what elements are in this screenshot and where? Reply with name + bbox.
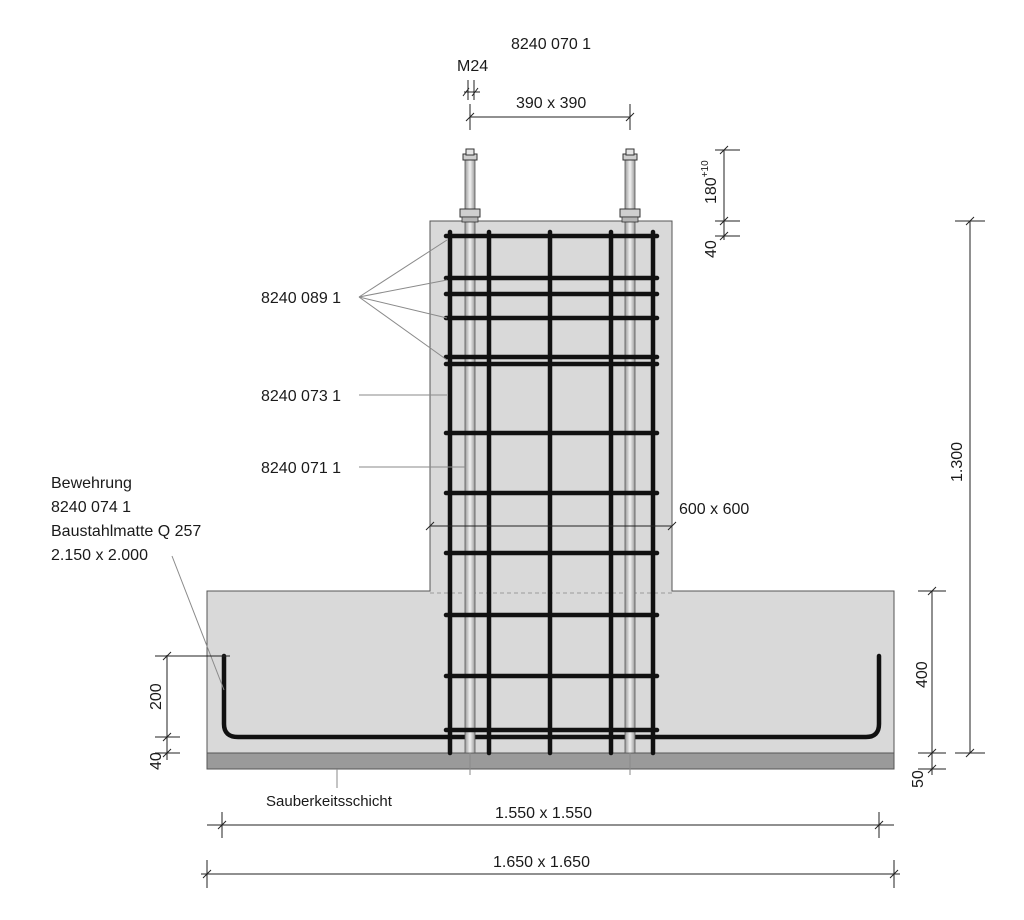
anchor-bolt-part-label: 8240 071 1 <box>261 460 341 477</box>
stirrups <box>443 233 660 733</box>
leader-lines <box>171 239 466 788</box>
footing-size-label: 1.550 x 1.550 <box>495 805 592 822</box>
mesh-size-label: 2.150 x 2.000 <box>51 547 148 564</box>
mesh-hook-height-label: 200 <box>148 683 165 710</box>
dimension-lines <box>155 80 985 888</box>
blinding-thickness-label: 50 <box>910 770 927 788</box>
reinforcement-title-label: Bewehrung <box>51 475 132 492</box>
bolt-projection-value: 180 <box>703 177 720 204</box>
mesh-cover-label: 40 <box>148 752 165 770</box>
reinforcement-part-label: 8240 074 1 <box>51 499 131 516</box>
plate-gap-label: 40 <box>703 240 720 258</box>
bolt-projection-label: 180+10 <box>700 160 720 204</box>
anchor-plate-part-label: 8240 070 1 <box>511 36 591 53</box>
stirrups-part-label: 8240 089 1 <box>261 290 341 307</box>
blinding-layer <box>206 752 895 770</box>
footing-height-label: 400 <box>914 661 931 688</box>
column-section-label: 600 x 600 <box>679 501 749 518</box>
bolt-projection-tolerance: +10 <box>700 160 711 177</box>
bolt-size-label: M24 <box>457 58 488 75</box>
bolt-spacing-label: 390 x 390 <box>516 95 586 112</box>
longitudinal-bars-part-label: 8240 073 1 <box>261 388 341 405</box>
mesh-type-label: Baustahlmatte Q 257 <box>51 523 201 540</box>
blinding-label: Sauberkeitsschicht <box>266 793 393 810</box>
column-height-label: 1.300 <box>949 442 966 482</box>
blinding-size-label: 1.650 x 1.650 <box>493 854 590 871</box>
